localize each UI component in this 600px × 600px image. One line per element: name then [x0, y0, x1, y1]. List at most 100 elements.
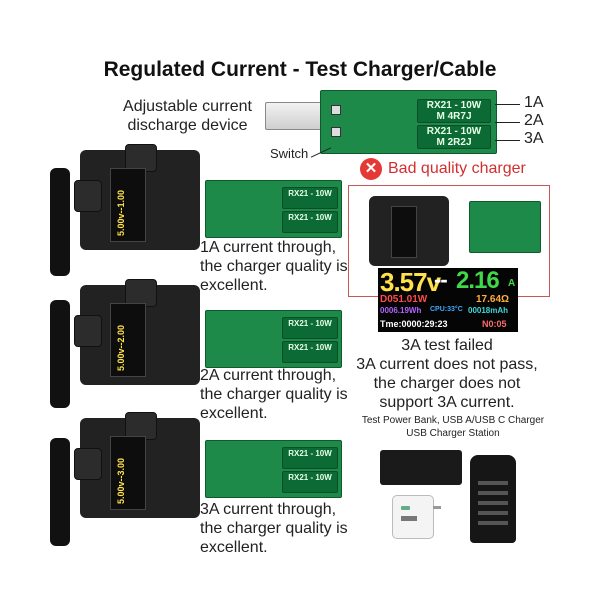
- discharge-board: RX21 - 10W M 4R7J RX21 - 10W M 2R2J: [320, 90, 497, 154]
- meter-current: 2.16: [456, 267, 500, 294]
- phone-3: [50, 438, 70, 546]
- phone-2: [50, 300, 70, 408]
- bracket-1a: [495, 104, 520, 105]
- bracket-2a: [495, 122, 520, 123]
- bracket-3a: [495, 140, 520, 141]
- row3-res2: RX21 - 10W: [282, 471, 338, 493]
- products-line-2: USB Charger Station: [406, 428, 500, 439]
- switch-a: [331, 105, 341, 115]
- tester-3: 5.00v--3.00: [74, 412, 200, 518]
- products-line-1: Test Power Bank, USB A/USB C Charger: [361, 415, 545, 426]
- resistor-2-line1: RX21 - 10W: [426, 126, 482, 137]
- row3-res1: RX21 - 10W: [282, 447, 338, 469]
- row1-desc-1: 1A current through,: [200, 239, 337, 256]
- tester-1-screen: [110, 168, 146, 242]
- row3-current: 3A: [165, 425, 185, 442]
- row3-board: RX21 - 10W RX21 - 10W: [205, 440, 342, 498]
- discharge-label: Adjustable current discharge device: [115, 97, 260, 135]
- bad-label: Bad quality charger: [388, 160, 526, 177]
- meter-cap: 00018mAh: [468, 306, 509, 315]
- meter-group: N0:05: [482, 319, 507, 329]
- resistor-2: RX21 - 10W M 2R2J: [417, 125, 491, 149]
- bad-tester-screen: [391, 206, 417, 258]
- row1-desc: 1A current through, the charger quality …: [200, 238, 348, 295]
- row2-res2-text: RX21 - 10W: [288, 343, 332, 352]
- row1-desc-3: excellent.: [200, 277, 268, 294]
- phone-1: [50, 168, 70, 276]
- row1-res2: RX21 - 10W: [282, 211, 338, 233]
- tester-2-cap-left: [74, 315, 102, 347]
- station-ports: [478, 475, 508, 531]
- tester-3-readout: 5.00v--3.00: [116, 457, 126, 504]
- row1-res1-text: RX21 - 10W: [288, 189, 332, 198]
- discharge-label-line1: Adjustable current: [123, 98, 252, 115]
- tester-3-cap-left: [74, 448, 102, 480]
- row2-desc-3: excellent.: [200, 405, 268, 422]
- row2-current: 2A: [165, 293, 185, 310]
- meter-sep: --: [434, 267, 448, 292]
- meter-time: Tme:0000:29:23: [380, 319, 448, 329]
- row3-desc-1: 3A current through,: [200, 501, 337, 518]
- meter-res: 17.64Ω: [476, 294, 510, 305]
- bad-board: [469, 201, 541, 253]
- tester-1: 5.00v--1.00: [74, 144, 200, 250]
- wall-charger-image: [392, 495, 441, 539]
- fail-line-4: support 3A current.: [379, 394, 515, 411]
- resistor-1-line2: M 4R7J: [436, 111, 472, 122]
- tester-1-readout: 5.00v--1.00: [116, 189, 126, 236]
- power-bank-image: [380, 450, 462, 485]
- row2-res1-text: RX21 - 10W: [288, 319, 332, 328]
- tester-2-cap-top: [125, 279, 157, 307]
- row2-res2: RX21 - 10W: [282, 341, 338, 363]
- meter-power: D051.01W: [380, 294, 428, 305]
- row1-current: 1A: [165, 161, 185, 178]
- fail-line-2: 3A current does not pass,: [356, 356, 538, 373]
- discharge-label-line2: discharge device: [127, 117, 248, 134]
- row1-res1: RX21 - 10W: [282, 187, 338, 209]
- switch-label: Switch: [270, 146, 309, 161]
- page-title: Regulated Current - Test Charger/Cable: [103, 58, 497, 81]
- tester-2-readout: 5.00v--2.00: [116, 324, 126, 371]
- bad-box: [348, 185, 550, 297]
- row3-desc: 3A current through, the charger quality …: [200, 500, 348, 557]
- bad-tester: [369, 196, 449, 266]
- tester-3-cap-top: [125, 412, 157, 440]
- meter-energy: 0006.19Wh: [380, 306, 422, 315]
- level-2a: 2A: [524, 112, 544, 129]
- tester-2: 5.00v--2.00: [74, 279, 200, 385]
- fail-text: 3A test failed 3A current does not pass,…: [352, 336, 542, 412]
- bad-x-icon: ✕: [360, 158, 382, 180]
- row2-desc-2: the charger quality is: [200, 386, 348, 403]
- wall-charger-prongs: [433, 506, 441, 509]
- charging-station-image: [470, 455, 516, 543]
- wall-charger-port-2: [401, 516, 417, 521]
- row2-res1: RX21 - 10W: [282, 317, 338, 339]
- row3-desc-3: excellent.: [200, 539, 268, 556]
- usb-plug: [265, 102, 322, 130]
- row2-board: RX21 - 10W RX21 - 10W: [205, 310, 342, 368]
- resistor-2-line2: M 2R2J: [436, 137, 472, 148]
- row2-desc-1: 2A current through,: [200, 367, 337, 384]
- bad-meter: 3.57v -- 2.16 A D051.01W 17.64Ω 0006.19W…: [378, 267, 518, 332]
- row1-res2-text: RX21 - 10W: [288, 213, 332, 222]
- row3-res2-text: RX21 - 10W: [288, 473, 332, 482]
- resistor-1: RX21 - 10W M 4R7J: [417, 99, 491, 123]
- switch-b: [331, 127, 341, 137]
- row2-desc: 2A current through, the charger quality …: [200, 366, 348, 423]
- tester-1-cap-left: [74, 180, 102, 212]
- fail-line-1: 3A test failed: [401, 337, 493, 354]
- products-caption: Test Power Bank, USB A/USB C Charger USB…: [338, 414, 568, 440]
- resistor-1-line1: RX21 - 10W: [426, 100, 482, 111]
- row3-desc-2: the charger quality is: [200, 520, 348, 537]
- row3-res1-text: RX21 - 10W: [288, 449, 332, 458]
- wall-charger-port-1: [401, 506, 410, 510]
- level-3a: 3A: [524, 130, 544, 147]
- tester-2-screen: [110, 303, 146, 377]
- meter-temp: CPU:33°C: [430, 306, 463, 313]
- meter-unit: A: [508, 278, 516, 289]
- fail-line-3: the charger does not: [373, 375, 521, 392]
- row1-desc-2: the charger quality is: [200, 258, 348, 275]
- meter-voltage: 3.57v: [380, 267, 441, 297]
- row1-board: RX21 - 10W RX21 - 10W: [205, 180, 342, 238]
- level-1a: 1A: [524, 94, 544, 111]
